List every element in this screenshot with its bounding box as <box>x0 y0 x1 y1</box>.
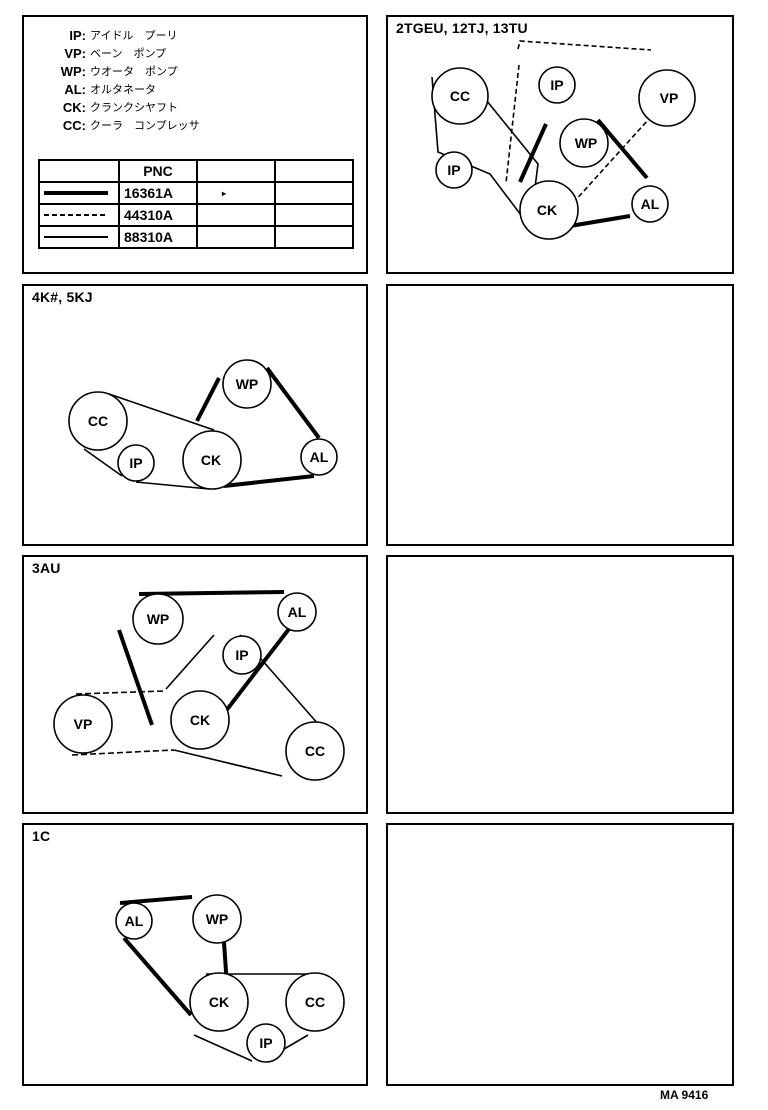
pulley-cc <box>431 67 489 125</box>
svg-text:IP: IP <box>129 455 142 471</box>
pulley-ip <box>435 151 473 189</box>
belt-diagram: CC IP CK WP AL <box>68 359 338 490</box>
svg-text:AL: AL <box>310 449 329 465</box>
diagram-panel-2tgeu: CC IP IP VP WP CK AL 2TGEU, 12TJ, 13TU <box>386 15 734 274</box>
pnc-table: PNC 16361A ▸ 44310A 88310A <box>38 159 354 249</box>
svg-text:AL: AL <box>641 196 660 212</box>
pnc-table-header: PNC <box>38 159 354 183</box>
legend-item-ip: IP:アイドル プーリ <box>69 28 178 43</box>
empty-panel <box>386 555 734 814</box>
pulley-legend: IP:アイドル プーリ VP:ベーン ポンプ WP:ウオータ ポンプ AL:オル… <box>46 27 200 135</box>
svg-text:WP: WP <box>236 376 259 392</box>
pulley-ip <box>222 635 262 675</box>
belt-diagram: WP AL IP VP CK CC <box>53 590 345 781</box>
legend-item-vp: VP:ベーン ポンプ <box>64 46 167 61</box>
svg-text:AL: AL <box>288 604 307 620</box>
empty-panel <box>386 823 734 1086</box>
svg-text:WP: WP <box>206 911 229 927</box>
svg-text:VP: VP <box>660 90 679 106</box>
pulley-wp <box>222 359 272 409</box>
pulley-ck <box>170 690 230 750</box>
pnc-table-row: 88310A <box>38 225 354 249</box>
svg-text:CK: CK <box>537 202 557 218</box>
panel-title: 3AU <box>32 560 61 576</box>
svg-text:CC: CC <box>88 413 108 429</box>
dashed-line-sample <box>38 203 120 227</box>
svg-text:AL: AL <box>125 913 144 929</box>
svg-text:CK: CK <box>190 712 210 728</box>
legend-item-cc: CC:クーラ コンプレッサ <box>62 118 200 133</box>
diagram-panel-3au: WP AL IP VP CK CC 3AU <box>22 555 368 814</box>
pulley-al <box>277 592 317 632</box>
pulley-vp <box>638 69 696 127</box>
pnc-table-row: 16361A ▸ <box>38 181 354 205</box>
pulley-al <box>115 902 153 940</box>
pnc-table-row: 44310A <box>38 203 354 227</box>
svg-text:IP: IP <box>235 647 248 663</box>
legend-item-ck: CK:クランクシヤフト <box>62 100 178 115</box>
panel-title: 4K#, 5KJ <box>32 289 93 305</box>
pulley-ip <box>538 66 576 104</box>
svg-text:IP: IP <box>550 77 563 93</box>
legend-item-wp: WP:ウオータ ポンプ <box>60 64 178 79</box>
svg-text:IP: IP <box>447 162 460 178</box>
svg-text:IP: IP <box>259 1035 272 1051</box>
svg-text:CC: CC <box>305 743 325 759</box>
panel-title: 2TGEU, 12TJ, 13TU <box>396 20 528 36</box>
svg-text:CC: CC <box>305 994 325 1010</box>
belt-diagram: CC IP IP VP WP CK AL <box>431 40 696 240</box>
svg-text:CC: CC <box>450 88 470 104</box>
pulley-wp <box>192 894 242 944</box>
pulley-cc <box>68 391 128 451</box>
diagram-panel-4k: CC IP CK WP AL 4K#, 5KJ <box>22 284 368 546</box>
pulley-cc <box>285 972 345 1032</box>
svg-text:VP: VP <box>74 716 93 732</box>
pulley-al <box>631 185 669 223</box>
diagram-panel-1c: AL WP CK CC IP 1C <box>22 823 368 1086</box>
thin-solid-line-sample <box>38 225 120 249</box>
pulley-wp <box>132 593 184 645</box>
svg-text:CK: CK <box>209 994 229 1010</box>
pulley-al <box>300 438 338 476</box>
svg-text:WP: WP <box>575 135 598 151</box>
pulley-wp <box>559 118 609 168</box>
pulley-ck <box>182 430 242 490</box>
svg-text:WP: WP <box>147 611 170 627</box>
pulley-ck <box>519 180 579 240</box>
pulley-ip <box>246 1023 286 1063</box>
figure-code: MA 9416 <box>660 1088 709 1102</box>
pulley-ip <box>117 444 155 482</box>
pulley-ck <box>189 972 249 1032</box>
legend-item-al: AL:オルタネータ <box>64 82 156 97</box>
belt-diagram: AL WP CK CC IP <box>115 894 345 1063</box>
svg-text:CK: CK <box>201 452 221 468</box>
pulley-cc <box>285 721 345 781</box>
panel-title: 1C <box>32 828 51 844</box>
pulley-vp <box>53 694 113 754</box>
legend-panel: IP:アイドル プーリ VP:ベーン ポンプ WP:ウオータ ポンプ AL:オル… <box>22 15 368 274</box>
empty-panel <box>386 284 734 546</box>
thick-solid-line-sample <box>38 181 120 205</box>
